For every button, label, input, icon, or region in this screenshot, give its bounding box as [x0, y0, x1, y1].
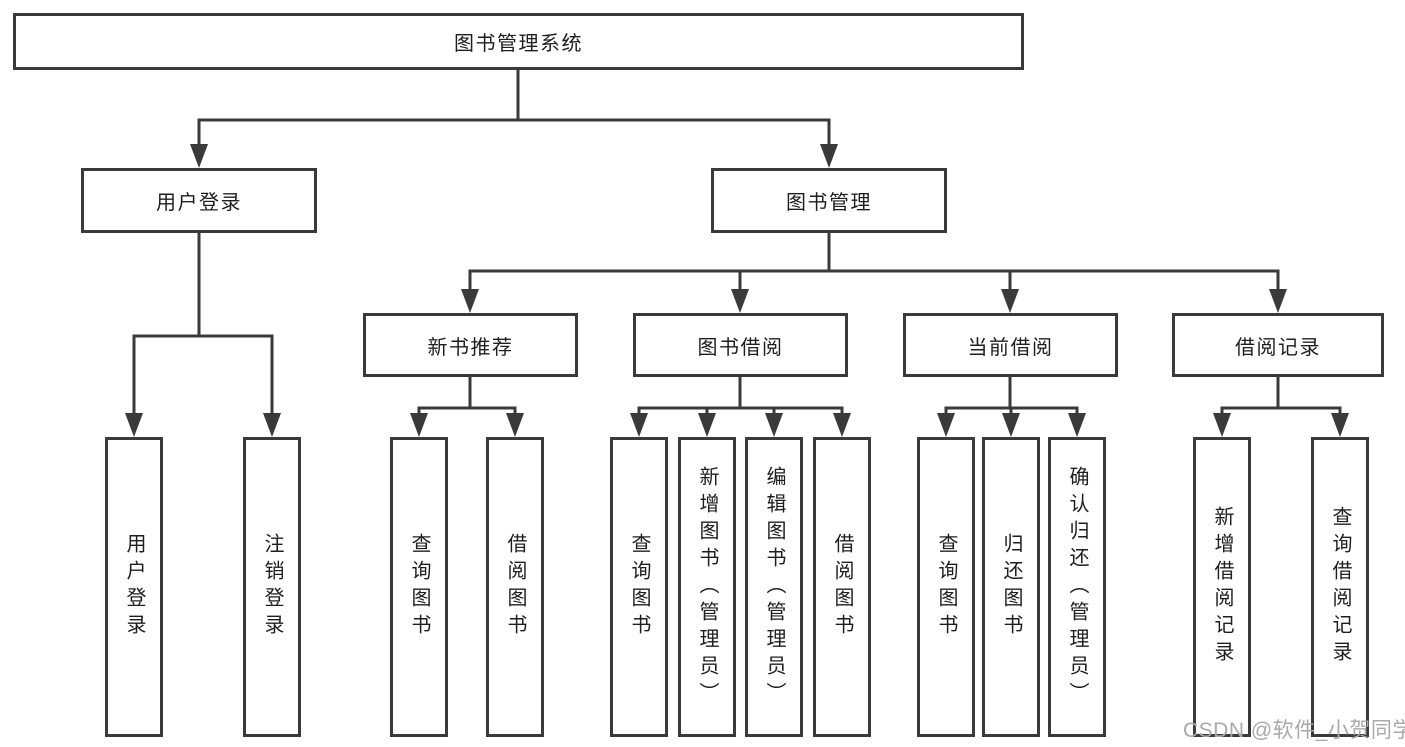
node-leaf-query-books-1: 查询图书	[390, 437, 448, 737]
connector-root-to-level2	[190, 70, 838, 168]
node-leaf-query-books-2: 查询图书	[610, 437, 668, 737]
csdn-watermark: CSDN @软件_小贺同学	[1183, 719, 1405, 742]
node-label: 归还图书	[1000, 533, 1022, 641]
node-current-borrowing: 当前借阅	[903, 313, 1118, 377]
node-leaf-borrow-books-2: 借阅图书	[813, 437, 871, 737]
connector-borrowing-records-to-leaves	[1213, 377, 1349, 437]
node-book-borrowing: 图书借阅	[633, 313, 848, 377]
node-label: 借阅图书	[504, 533, 526, 641]
node-borrowing-records: 借阅记录	[1172, 313, 1384, 377]
node-label: 编辑图书（管理员）	[763, 465, 785, 709]
node-leaf-logout: 注销登录	[243, 437, 301, 737]
node-leaf-query-borrow-record: 查询借阅记录	[1311, 437, 1369, 737]
node-label: 查询借阅记录	[1329, 506, 1351, 668]
node-label: 新增借阅记录	[1211, 506, 1233, 668]
node-leaf-user-login: 用户登录	[105, 437, 163, 737]
node-user-login: 用户登录	[81, 168, 317, 233]
node-label: 当前借阅	[967, 336, 1054, 359]
node-label: 查询图书	[628, 533, 650, 641]
node-leaf-borrow-books-1: 借阅图书	[486, 437, 544, 737]
node-book-management: 图书管理	[711, 168, 947, 233]
node-label: 查询图书	[935, 533, 957, 641]
node-library-management-system: 图书管理系统	[13, 13, 1024, 70]
node-leaf-add-borrow-record: 新增借阅记录	[1193, 437, 1251, 737]
node-label: 用户登录	[123, 533, 145, 641]
node-leaf-edit-books-admin: 编辑图书（管理员）	[745, 437, 803, 737]
node-leaf-confirm-return-admin: 确认归还（管理员）	[1048, 437, 1106, 737]
node-new-book-recommend: 新书推荐	[363, 313, 578, 377]
node-label: 新书推荐	[427, 336, 514, 359]
node-label: 图书管理	[786, 192, 872, 214]
connector-book-management-to-level3	[461, 233, 1287, 313]
node-label: 用户登录	[156, 192, 242, 214]
node-label: 图书借阅	[697, 336, 784, 359]
node-leaf-return-books: 归还图书	[982, 437, 1040, 737]
connector-book-borrowing-to-leaves	[630, 377, 851, 437]
connector-current-borrowing-to-leaves	[937, 377, 1086, 437]
node-label: 确认归还（管理员）	[1066, 465, 1088, 709]
node-label: 查询图书	[408, 533, 430, 641]
node-label: 图书管理系统	[454, 33, 583, 55]
node-label: 新增图书（管理员）	[696, 465, 718, 709]
node-leaf-query-books-3: 查询图书	[917, 437, 975, 737]
connector-new-book-recommend-to-leaves	[410, 377, 524, 437]
node-leaf-add-books-admin: 新增图书（管理员）	[678, 437, 736, 737]
node-label: 借阅记录	[1235, 336, 1321, 359]
node-label: 注销登录	[261, 533, 283, 641]
connector-user-login-to-leaves	[125, 233, 281, 437]
node-label: 借阅图书	[831, 533, 853, 641]
